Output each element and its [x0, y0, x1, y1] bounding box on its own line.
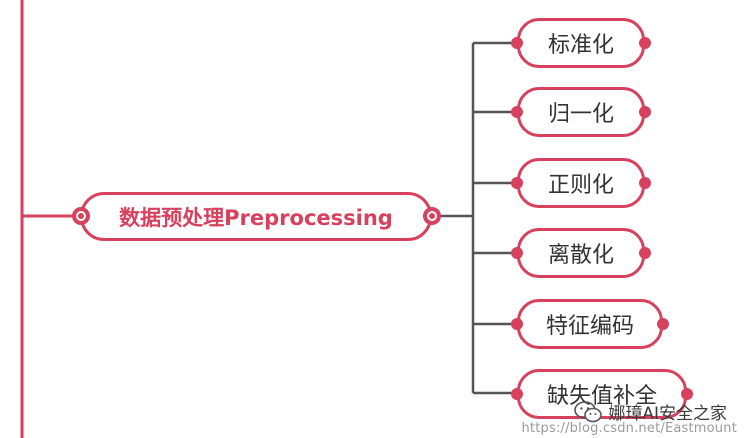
root-right-handle — [423, 207, 441, 225]
child-node-label: 归一化 — [547, 102, 614, 127]
child-right-handle — [657, 318, 669, 330]
child-left-handle — [511, 106, 523, 118]
root-node[interactable]: 数据预处理Preprocessing — [80, 192, 432, 241]
child-node-standardization[interactable]: 标准化 — [517, 18, 645, 68]
child-left-handle — [511, 37, 523, 49]
child-right-handle — [681, 388, 693, 400]
root-node-label: 数据预处理Preprocessing — [119, 205, 393, 230]
child-right-handle — [639, 247, 651, 259]
child-node-label: 离散化 — [547, 243, 614, 268]
wechat-icon — [574, 400, 603, 423]
root-left-handle — [72, 207, 90, 225]
child-left-handle — [511, 388, 523, 400]
watermark-url: https://blog.csdn.net/Eastmount — [521, 421, 737, 436]
child-node-label: 标准化 — [547, 33, 614, 58]
child-right-handle — [639, 37, 651, 49]
child-right-handle — [639, 177, 651, 189]
child-left-handle — [511, 318, 523, 330]
child-node-discretization[interactable]: 离散化 — [517, 228, 645, 278]
child-node-label: 缺失值补全 — [546, 384, 657, 409]
child-node-regularization[interactable]: 正则化 — [517, 158, 645, 208]
watermark: 娜璋AI安全之家 — [574, 399, 727, 424]
child-node-normalization[interactable]: 归一化 — [517, 87, 645, 137]
child-node-label: 特征编码 — [545, 314, 634, 339]
child-left-handle — [511, 247, 523, 259]
watermark-account: 娜璋AI安全之家 — [608, 404, 727, 424]
branch-lines — [473, 41, 512, 395]
child-node-label: 正则化 — [547, 173, 614, 198]
child-right-handle — [639, 106, 651, 118]
child-node-feature-encoding[interactable]: 特征编码 — [517, 299, 663, 349]
child-left-handle — [511, 177, 523, 189]
